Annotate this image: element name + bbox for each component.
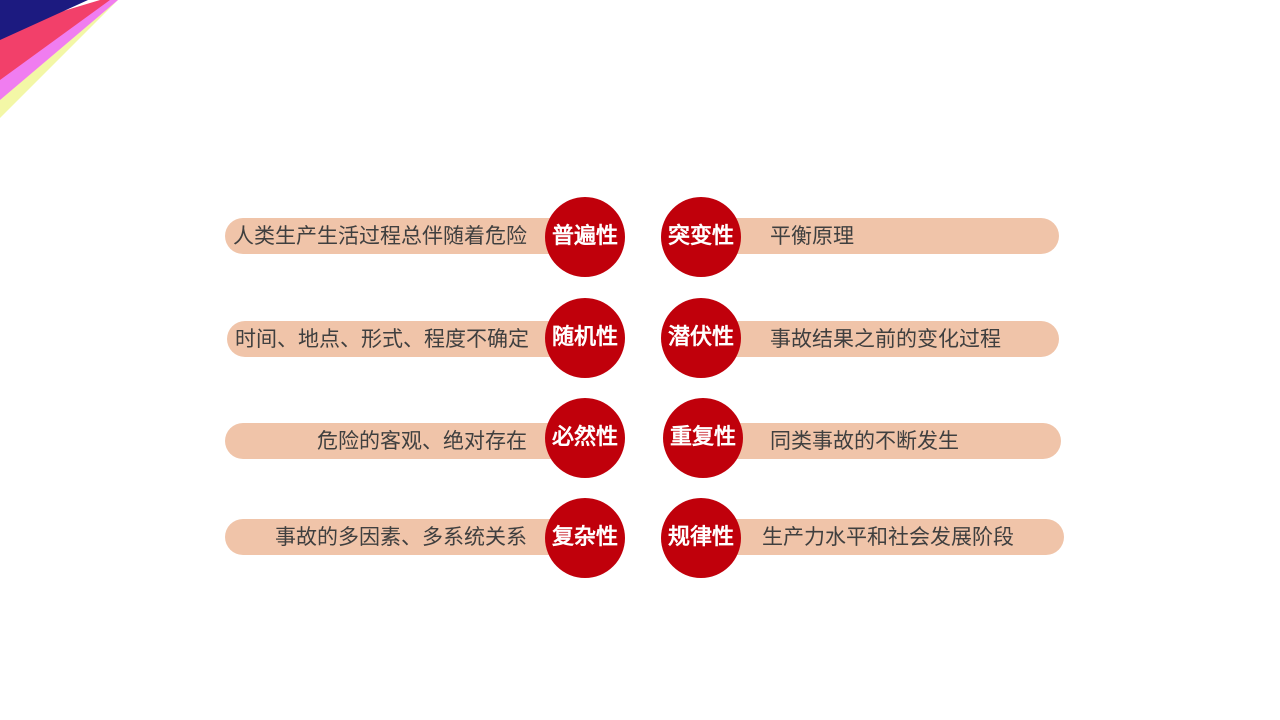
right-item-3-badge: 重复性: [663, 398, 743, 478]
right-item-2-badge: 潜伏性: [661, 298, 741, 378]
left-item-1-badge: 普遍性: [545, 197, 625, 277]
right-item-4-badge: 规律性: [661, 498, 741, 578]
left-item-2-badge: 随机性: [545, 298, 625, 378]
right-item-1-badge: 突变性: [661, 197, 741, 277]
corner-decoration: [0, 0, 118, 118]
left-item-4-badge: 复杂性: [545, 498, 625, 578]
left-item-3-badge: 必然性: [545, 398, 625, 478]
